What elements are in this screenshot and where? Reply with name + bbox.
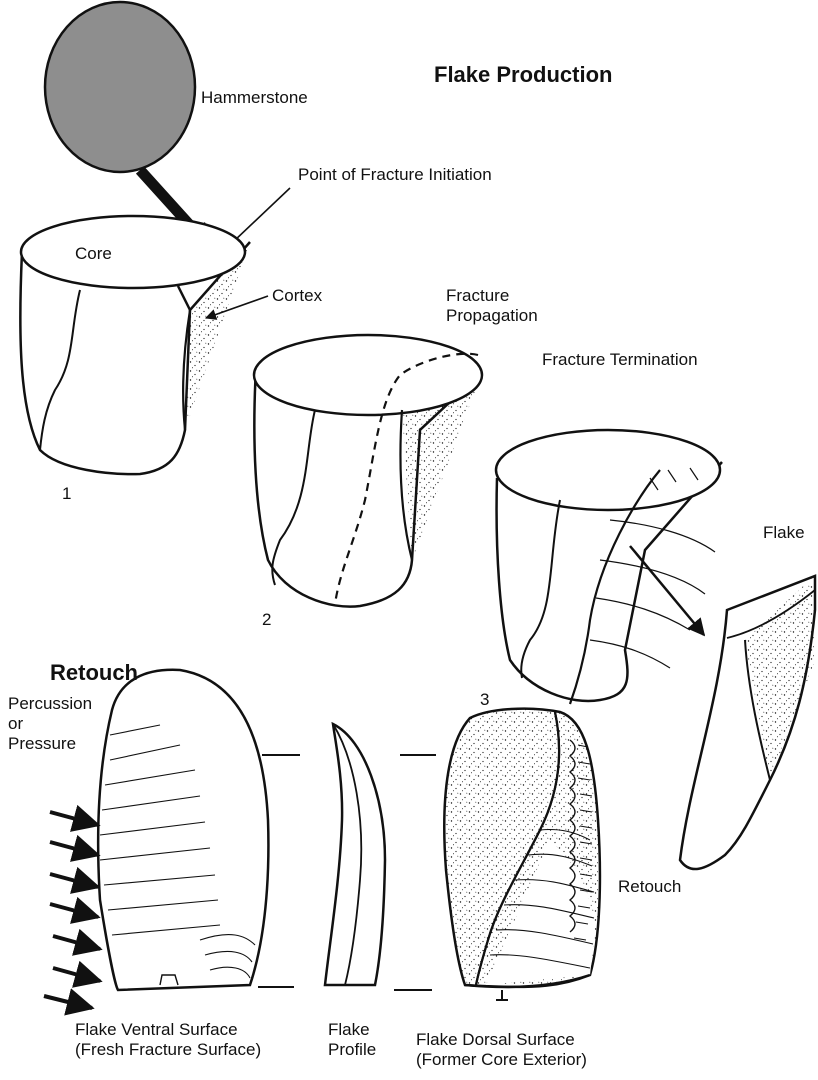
retouch-title: Retouch xyxy=(50,660,138,686)
core-2 xyxy=(254,335,482,607)
flake-label: Flake xyxy=(763,523,805,543)
retouch-ventral-flake xyxy=(98,670,268,990)
hammerstone-label: Hammerstone xyxy=(201,88,308,108)
cortex-label: Cortex xyxy=(272,286,322,306)
core-3 xyxy=(496,430,722,704)
fracture-termination-label: Fracture Termination xyxy=(542,350,698,370)
hammerstone-shape xyxy=(45,2,195,172)
point-of-fracture-initiation-label: Point of Fracture Initiation xyxy=(298,165,492,185)
flake-profile-label: Flake Profile xyxy=(328,1020,376,1060)
retouch-profile-flake xyxy=(325,724,385,985)
flake-ventral-surface-label: Flake Ventral Surface (Fresh Fracture Su… xyxy=(75,1020,261,1060)
step-1-label: 1 xyxy=(62,484,71,504)
retouch-dorsal-flake xyxy=(444,709,600,987)
core-1 xyxy=(20,216,250,474)
retouch-right-label: Retouch xyxy=(618,877,681,897)
step-2-label: 2 xyxy=(262,610,271,630)
fracture-propagation-label: Fracture Propagation xyxy=(446,286,538,326)
page-title: Flake Production xyxy=(434,62,612,88)
retouch-arrows xyxy=(44,812,100,1008)
flake-removal-arrow xyxy=(630,546,704,635)
flake-dorsal-surface-label: Flake Dorsal Surface (Former Core Exteri… xyxy=(416,1030,587,1070)
removed-flake xyxy=(680,576,815,869)
core-label: Core xyxy=(75,244,112,264)
step-3-label: 3 xyxy=(480,690,489,710)
percussion-or-pressure-label: Percussion or Pressure xyxy=(8,694,92,754)
